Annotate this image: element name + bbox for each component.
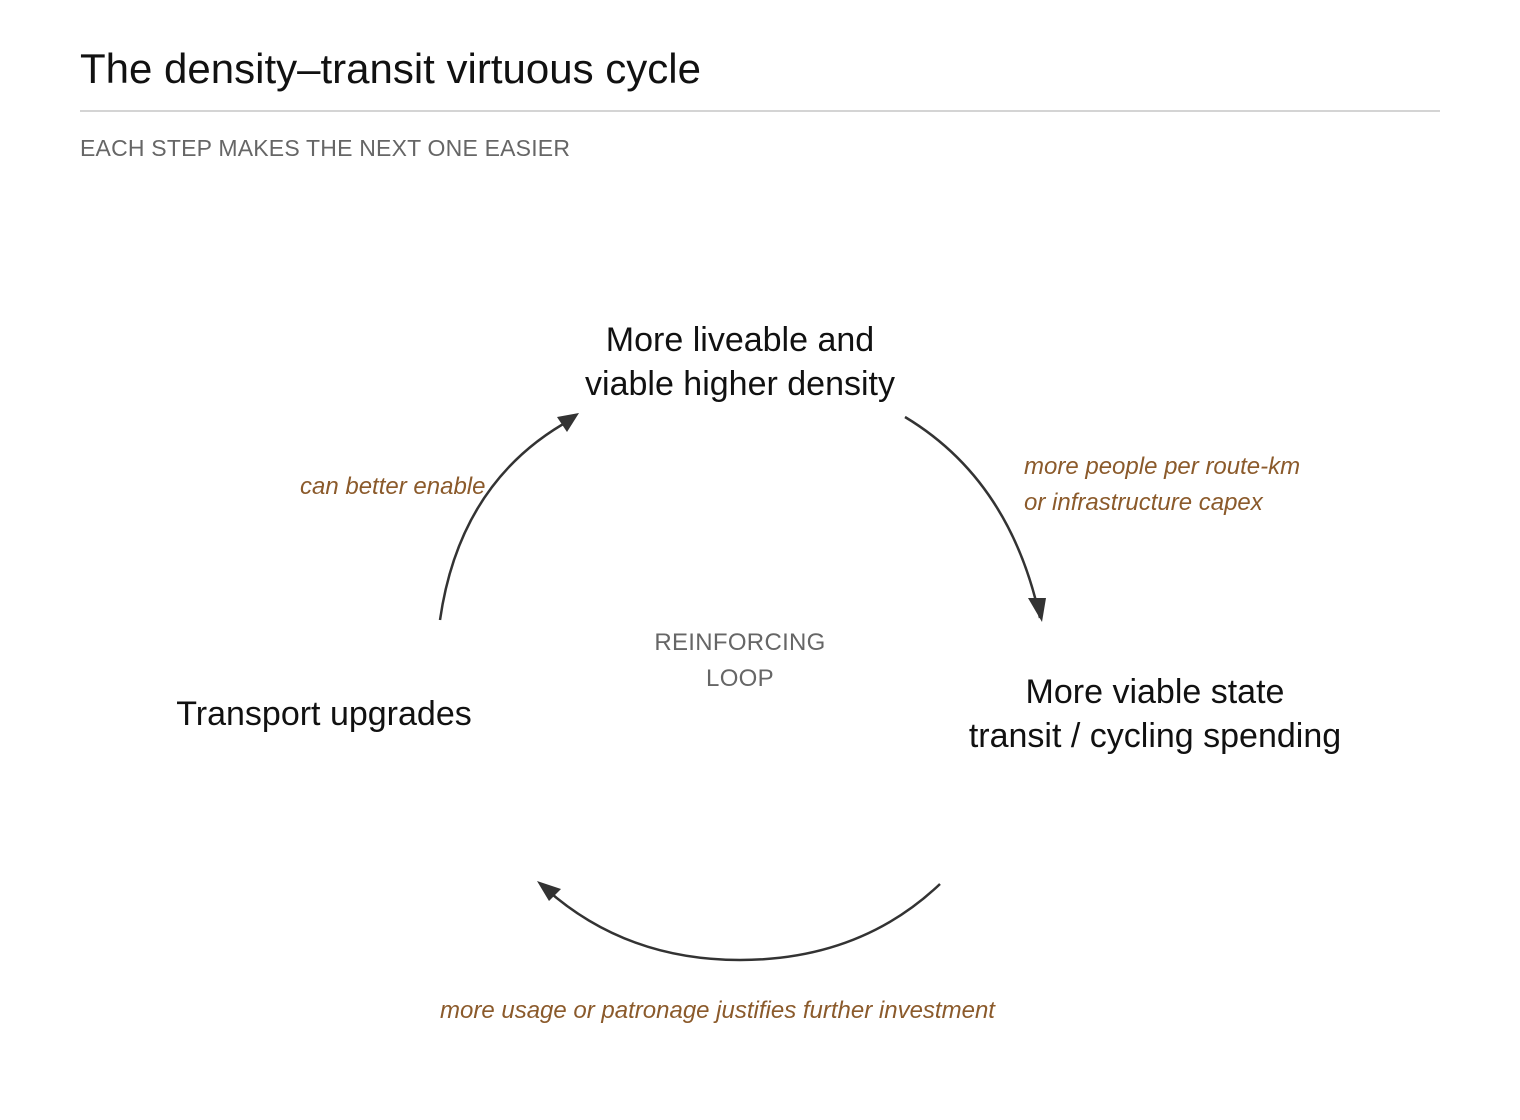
edge-label-left-to-top: can better enable bbox=[300, 473, 486, 500]
arrow-right-to-left bbox=[544, 883, 941, 962]
edge-label-line: more people per route-km bbox=[1024, 453, 1301, 480]
edge-label-top-to-right: more people per route-km or infrastructu… bbox=[1024, 449, 1300, 521]
arrow-left-to-top bbox=[438, 417, 573, 621]
node-transport-upgrades: Transport upgrades bbox=[124, 692, 524, 736]
arrow-top-to-right bbox=[904, 415, 1042, 619]
title-divider bbox=[80, 110, 1440, 112]
node-state-spending-line: transit / cycling spending bbox=[968, 717, 1342, 755]
arrowhead-top-to-right bbox=[1028, 598, 1046, 622]
node-state-spending: More viable state transit / cycling spen… bbox=[935, 670, 1375, 758]
arrowhead-left-to-top bbox=[557, 413, 579, 432]
loop-label-line: LOOP bbox=[706, 665, 774, 692]
node-higher-density-line: viable higher density bbox=[585, 365, 895, 403]
node-higher-density-line: More liveable and bbox=[605, 321, 875, 359]
loop-label-line: REINFORCING bbox=[654, 629, 826, 656]
edge-label-line: or infrastructure capex bbox=[1024, 489, 1263, 516]
node-state-spending-line: More viable state bbox=[1025, 673, 1285, 711]
edge-label-right-to-left: more usage or patronage justifies furthe… bbox=[440, 997, 995, 1024]
node-higher-density: More liveable and viable higher density bbox=[540, 318, 940, 406]
loop-label: REINFORCING LOOP bbox=[620, 625, 860, 697]
node-transport-upgrades-line: Transport upgrades bbox=[176, 695, 472, 733]
page-subtitle: EACH STEP MAKES THE NEXT ONE EASIER bbox=[80, 135, 571, 161]
arrowhead-right-to-left bbox=[537, 881, 561, 901]
page-title: The density–transit virtuous cycle bbox=[80, 45, 701, 92]
